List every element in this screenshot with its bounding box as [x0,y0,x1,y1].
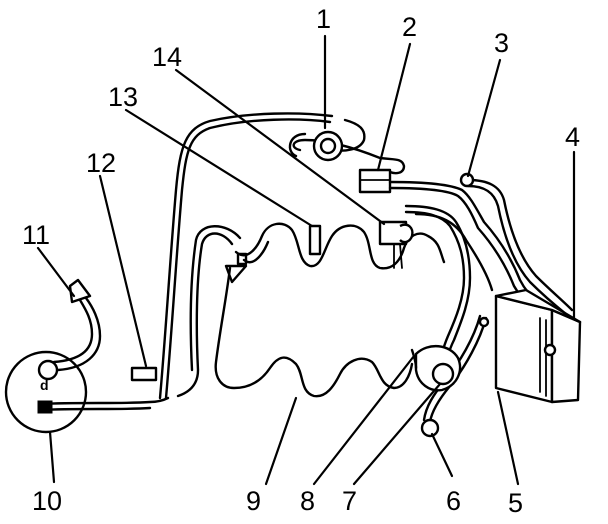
svg-text:d: d [40,377,49,393]
callout-1: 1 [316,4,331,34]
leader-2 [376,42,412,172]
leader-7 [352,382,442,486]
solenoid-2 [358,168,392,194]
callout-6: 6 [446,486,461,516]
leader-9 [264,396,298,486]
callout-12: 12 [86,148,116,178]
leader-11 [36,246,76,298]
valve-7 [410,345,462,392]
callout-3: 3 [494,28,509,58]
canister-5 [478,288,582,404]
leader-lines [36,34,576,486]
leader-13 [124,108,314,228]
fitting-6 [420,418,440,438]
callout-10: 10 [32,486,62,516]
block-14 [378,220,414,269]
fitting-3 [459,172,475,188]
leader-6 [430,432,454,478]
callout-14: 14 [152,42,182,72]
leader-8 [312,354,416,486]
callout-5: 5 [508,488,523,518]
leader-10 [48,430,56,484]
callout-4: 4 [565,122,580,152]
leader-12 [98,174,148,368]
intake-manifold-lower [214,252,414,398]
leader-5 [496,390,520,486]
callout-9: 9 [246,486,261,516]
leader-3 [466,58,502,178]
vacuum-valve-1 [312,130,344,162]
callout-7: 7 [342,486,357,516]
fitting-13 [308,224,322,256]
callout-labels: 1 2 3 4 5 6 7 8 9 10 11 12 13 14 [22,4,580,518]
callout-2: 2 [402,12,417,42]
callout-13: 13 [108,82,138,112]
callout-11: 11 [22,220,50,250]
manifold-left-hose [176,225,242,398]
top-vacuum-hose [158,112,406,400]
callout-8: 8 [300,486,315,516]
leader-14 [174,68,386,226]
fitting-12 [130,366,158,382]
canister-10: d [4,296,170,434]
